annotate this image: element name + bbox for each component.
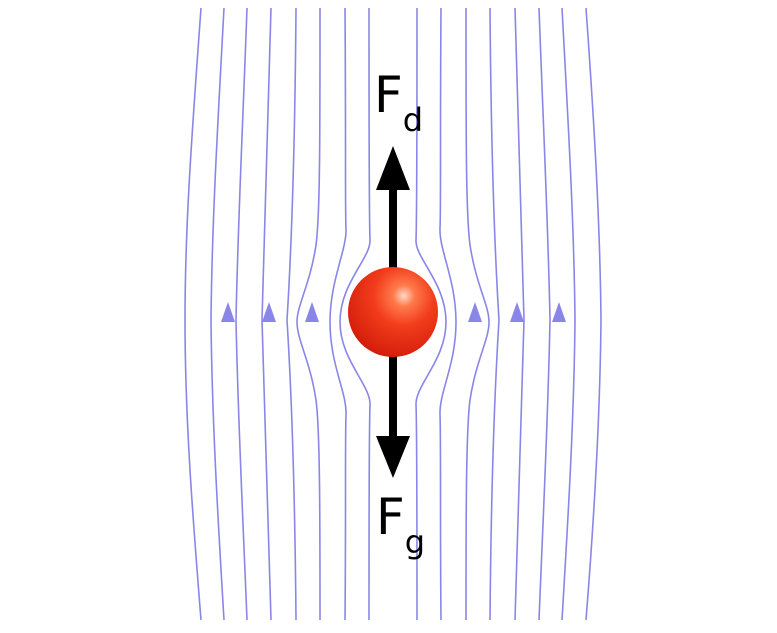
streamline — [210, 7, 225, 621]
flow-arrow-up-icon — [468, 302, 482, 322]
gravity-force-symbol: F — [376, 488, 405, 546]
streamline — [261, 7, 272, 621]
streamline — [465, 7, 490, 621]
drag-force-label: Fd — [374, 66, 423, 139]
flow-arrow-up-icon — [510, 302, 524, 322]
falling-sphere — [348, 267, 438, 357]
streamline — [329, 7, 347, 621]
drag-force-subscript: d — [403, 101, 423, 139]
flow-direction-arrows — [221, 302, 566, 322]
streamline — [439, 7, 457, 621]
streamline — [489, 7, 500, 621]
streamline — [514, 7, 525, 621]
streamline — [415, 7, 447, 621]
streamline — [184, 7, 202, 621]
gravity-force-subscript: g — [405, 523, 425, 561]
streamline — [235, 7, 248, 621]
flow-arrow-up-icon — [305, 302, 319, 322]
flow-arrow-up-icon — [221, 302, 235, 322]
streamline — [561, 7, 576, 621]
drag-force-arrow — [376, 146, 410, 270]
gravity-force-label: Fg — [376, 488, 425, 561]
streamline — [296, 7, 321, 621]
streamline — [339, 7, 371, 621]
streamline — [538, 7, 551, 621]
flow-streamlines — [184, 7, 602, 621]
flow-arrow-up-icon — [552, 302, 566, 322]
gravity-force-arrow — [376, 354, 410, 478]
drag-force-symbol: F — [374, 66, 403, 124]
streamline — [585, 7, 602, 621]
streamline — [286, 7, 297, 621]
flow-arrow-up-icon — [262, 302, 276, 322]
